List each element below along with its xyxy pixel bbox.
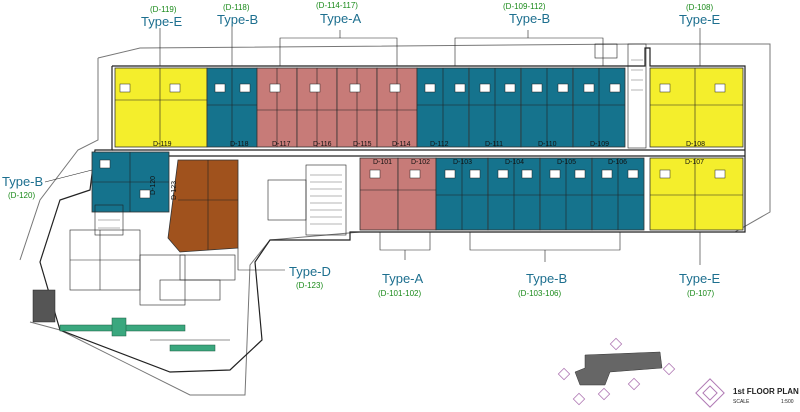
callout-type-top-b-right: Type-B <box>509 11 551 26</box>
unit-label-d101: D-101 <box>373 159 393 166</box>
callout-code-bottom-d: (D-123) <box>296 281 324 290</box>
unit-d119-fill <box>114 67 208 148</box>
unit-label-d115: D-115 <box>353 141 372 148</box>
unit-label-d123: D-123 <box>171 180 178 200</box>
callout-type-top-e-left: Type-E <box>141 14 183 29</box>
callout-code-bottom-a: (D-101-102) <box>378 289 422 298</box>
interior-walls <box>92 68 743 250</box>
callout-type-top-b-left: Type-B <box>217 12 259 27</box>
unit-d102-fill <box>397 157 437 231</box>
stair-cores <box>94 43 647 236</box>
callout-code-left-b: (D-120) <box>8 191 36 200</box>
unit-label-d114: D-114 <box>392 141 411 148</box>
callout-code-top-a: (D-114-117) <box>316 1 358 10</box>
unit-label-d111: D-111 <box>485 141 504 148</box>
unit-label-d112: D-112 <box>430 141 449 148</box>
callout-code-bottom-b: (D-103-106) <box>518 289 562 298</box>
drawing-scale-label: SCALE <box>733 399 750 405</box>
callout-type-bottom-e: Type-E <box>679 271 721 286</box>
building-walls <box>39 47 746 373</box>
unit-label-d104: D-104 <box>505 159 525 166</box>
unit-label-d119: D-119 <box>153 141 172 148</box>
lobby-wing <box>69 229 236 341</box>
unit-label-d116: D-116 <box>313 141 332 148</box>
callout-code-top-b-left: (D-118) <box>223 3 250 12</box>
unit-label-d102: D-102 <box>411 159 431 166</box>
callout-type-bottom-d: Type-D <box>289 264 331 279</box>
callout-code-top-b-right: (D-109-112) <box>503 2 546 11</box>
unit-label-d117: D-117 <box>272 141 291 148</box>
callout-type-bottom-a: Type-A <box>382 271 424 286</box>
drawing-title: 1st FLOOR PLAN <box>733 387 799 396</box>
callout-code-top-e-right: (D-108) <box>686 3 714 12</box>
callout-type-top-e-right: Type-E <box>679 12 721 27</box>
unit-label-d109: D-109 <box>590 141 610 148</box>
unit-label-d105: D-105 <box>557 159 577 166</box>
callout-code-top-e-left: (D-119) <box>150 5 177 14</box>
unit-d101-fill <box>359 157 399 231</box>
unit-d108-fill <box>649 67 744 148</box>
key-plan-inset <box>557 337 676 406</box>
callout-type-left-b: Type-B <box>2 174 44 189</box>
unit-label-d106: D-106 <box>608 159 628 166</box>
callout-leaders <box>44 24 701 271</box>
unit-label-d107: D-107 <box>685 159 705 166</box>
callout-type-bottom-b: Type-B <box>526 271 568 286</box>
unit-d107-fill <box>649 157 744 231</box>
unit-label-d110: D-110 <box>538 141 557 148</box>
unit-label-d103: D-103 <box>453 159 473 166</box>
unit-label-d120: D-120 <box>150 175 157 195</box>
callout-type-top-a: Type-A <box>320 11 362 26</box>
unit-label-d108: D-108 <box>686 141 706 148</box>
compass-icon <box>695 378 725 408</box>
facade-windows <box>99 83 726 199</box>
drawing-scale-value: 1:500 <box>781 399 794 405</box>
exterior-planter <box>32 289 56 323</box>
unit-label-d118: D-118 <box>230 141 249 148</box>
callout-code-bottom-e: (D-107) <box>687 289 715 298</box>
unit-d123-fill <box>167 159 239 253</box>
stair-treads <box>98 59 643 229</box>
landscape-strip <box>59 317 216 352</box>
